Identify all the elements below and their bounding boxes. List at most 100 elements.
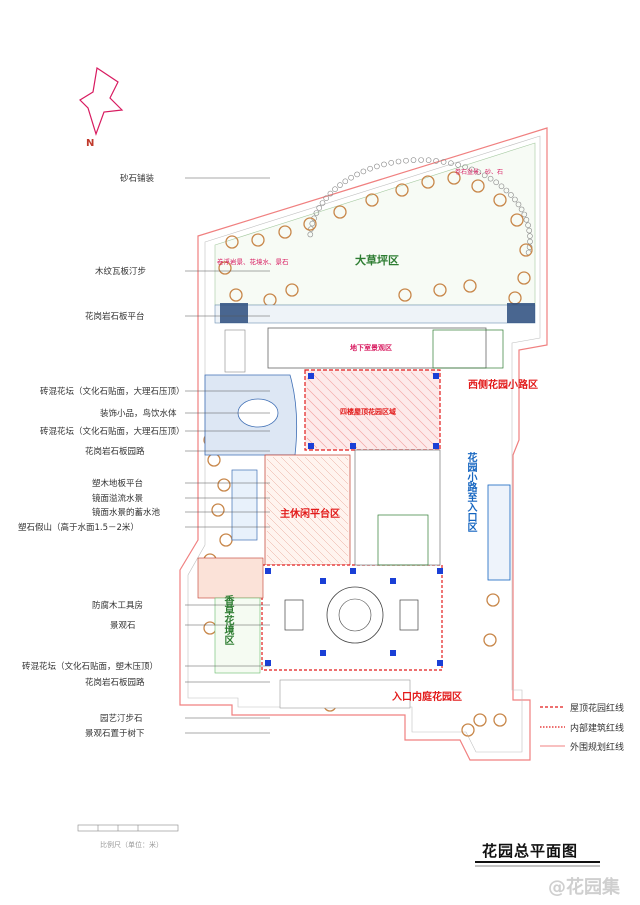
gravel-stone [518, 206, 525, 213]
gravel-stone [448, 160, 454, 166]
tool-shed [197, 557, 264, 599]
tree-icon [219, 533, 233, 547]
gravel-stone [327, 190, 334, 197]
gravel-stone [410, 157, 417, 163]
zone-herb-border: 香草花境区 [222, 595, 233, 645]
tree-icon [211, 503, 225, 517]
gravel-stone [374, 163, 380, 170]
annotation-label: 园艺汀步石 [100, 714, 143, 724]
dining-table-right [399, 599, 419, 631]
gravel-stone [526, 227, 533, 234]
annotation-label: 花岗岩石板园路 [85, 447, 145, 457]
hatch-line [420, 371, 439, 390]
platform-left-block [220, 303, 248, 323]
mirror-water-feature [231, 469, 258, 541]
tree-icon [285, 283, 299, 297]
column-marker [437, 660, 443, 666]
tree-icon [365, 193, 379, 207]
hatch-line [296, 456, 349, 509]
tree-icon [395, 183, 409, 197]
annotation-label: 砖混花坛（文化石贴面，大理石压顶） [40, 427, 185, 437]
dining-table-left [284, 599, 304, 631]
gravel-stone [418, 157, 424, 163]
column-marker [433, 373, 439, 379]
hatch-line [306, 377, 378, 449]
annotation-label: 塑木地板平台 [92, 479, 144, 489]
column-marker [433, 443, 439, 449]
hatch-line [370, 371, 439, 440]
tree-icon [510, 213, 524, 227]
stair-block [377, 514, 429, 566]
hatch-line [266, 546, 284, 564]
gravel-stone [433, 158, 439, 164]
hatch-line [312, 456, 349, 493]
hatch-line [380, 371, 439, 430]
tree-icon [421, 175, 435, 189]
zone-entrance: 入口内庭花园区 [392, 692, 462, 703]
gravel-stone [440, 159, 447, 165]
granite-platform [214, 304, 536, 324]
zone-path-to-entrance: 花园小路至入口区 [465, 452, 476, 532]
tree-icon [433, 283, 447, 297]
gravel-stone [481, 172, 488, 179]
gravel-stone [307, 231, 314, 238]
hatch-line [330, 371, 408, 449]
column-marker [320, 578, 326, 584]
column-marker [308, 373, 314, 379]
tree-icon [203, 621, 217, 635]
tree-icon [218, 261, 232, 275]
column-marker [437, 568, 443, 574]
tree-icon [229, 288, 243, 302]
note-plants: 卷浮岩景、花境水、景石 [217, 258, 289, 266]
gravel-stone [342, 178, 349, 185]
tree-icon [486, 593, 500, 607]
hatch-line [280, 456, 349, 525]
column-marker [350, 443, 356, 449]
annotation-label: 花岗岩石板园路 [85, 678, 145, 688]
inner-boundary [187, 135, 541, 753]
gravel-stone [332, 186, 338, 192]
tree-icon [398, 288, 412, 302]
hatch-line [400, 371, 439, 410]
gravel-stone [508, 192, 514, 198]
gravel-stone [381, 161, 387, 168]
gravel-stone [323, 195, 330, 201]
plan-title: 花园总平面图 [482, 842, 579, 860]
zone-basement: 地下室景观区 [350, 344, 392, 352]
hatch-line [304, 456, 349, 501]
hatch-line [328, 456, 349, 477]
gravel-stone [512, 196, 518, 203]
herb-border [214, 597, 261, 674]
column-marker [350, 568, 356, 574]
basement-steps [432, 329, 504, 369]
hatch-line [266, 554, 276, 564]
hatch-line [306, 407, 348, 449]
column-marker [265, 568, 271, 574]
hatch-line [344, 456, 349, 461]
hatch-line [306, 397, 358, 449]
gravel-stone [388, 160, 395, 166]
hatch-line [266, 466, 349, 549]
hatch-line [350, 371, 428, 449]
column-marker [308, 443, 314, 449]
gravel-stone [498, 183, 505, 190]
building-core [354, 449, 441, 566]
hatch-line [266, 506, 324, 564]
hatch-line [310, 371, 388, 449]
scale-bar [77, 824, 179, 832]
hatch-line [266, 490, 340, 564]
entrance-garden [279, 679, 411, 709]
gravel-stone [354, 171, 360, 178]
scale-caption: 比例尺（单位：米） [100, 841, 163, 849]
east-path [487, 484, 511, 581]
hatch-line [306, 417, 338, 449]
gravel-stone [319, 200, 326, 206]
gravel-stone [462, 164, 468, 170]
north-arrow-icon [79, 66, 124, 136]
tree-icon [447, 171, 461, 185]
annotation-label: 木纹瓦板汀步 [95, 267, 147, 277]
north-label: N [86, 138, 95, 149]
annotation-label: 防腐木工具房 [92, 601, 144, 611]
hatch-line [266, 514, 316, 564]
gravel-stone [523, 217, 530, 223]
